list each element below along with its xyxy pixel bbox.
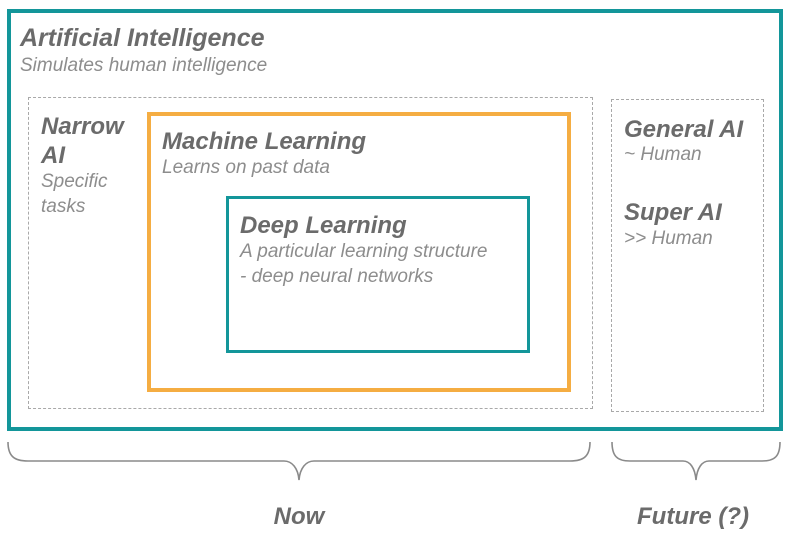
future-brace	[611, 441, 781, 481]
narrow-ai-title-line1: Narrow	[41, 113, 124, 140]
narrow-ai-box	[28, 97, 593, 409]
super-ai-subtitle: >> Human	[624, 228, 713, 249]
deep-learning-box	[226, 196, 530, 353]
machine-learning-title: Machine Learning	[162, 128, 367, 155]
deep-learning-subtitle-line1: A particular learning structure	[240, 241, 488, 262]
deep-learning-title: Deep Learning	[240, 212, 407, 239]
deep-learning-subtitle-line2: - deep neural networks	[240, 266, 434, 287]
machine-learning-subtitle: Learns on past data	[162, 157, 330, 178]
general-ai-subtitle: ~ Human	[624, 144, 702, 165]
narrow-ai-title-line2: AI	[41, 142, 65, 169]
future-label: Future (?)	[637, 503, 749, 530]
future-ai-box	[611, 99, 764, 412]
artificial-intelligence-subtitle: Simulates human intelligence	[20, 55, 268, 76]
general-ai-title: General AI	[624, 116, 744, 143]
artificial-intelligence-title: Artificial Intelligence	[20, 24, 265, 52]
narrow-ai-subtitle-line2: tasks	[41, 196, 86, 217]
machine-learning-box	[147, 112, 571, 392]
artificial-intelligence-box	[7, 9, 783, 431]
super-ai-title: Super AI	[624, 199, 722, 226]
now-brace	[7, 441, 591, 481]
now-label: Now	[273, 503, 325, 530]
narrow-ai-subtitle-line1: Specific	[41, 171, 108, 192]
